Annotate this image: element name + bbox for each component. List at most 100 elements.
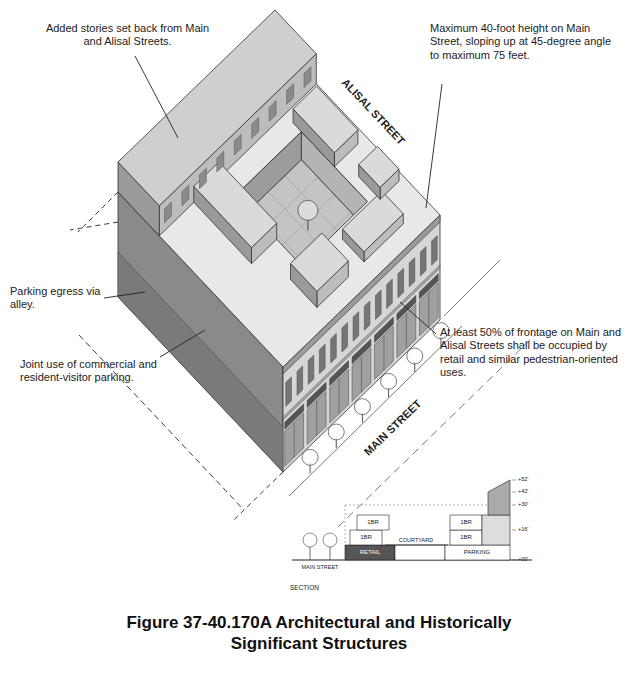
level-tick xyxy=(512,480,516,481)
upper-window xyxy=(234,134,241,155)
callout-note: Maximum 40-foot height on Main Street, s… xyxy=(430,22,618,62)
elevation-mark: +16' xyxy=(518,526,528,533)
leader-line xyxy=(426,84,442,208)
section-label: PARKING xyxy=(464,549,491,556)
level-tick xyxy=(512,492,516,493)
roof-unit xyxy=(293,86,358,167)
upper-window xyxy=(387,279,393,309)
roof-unit-top xyxy=(194,162,277,248)
curb-line xyxy=(444,260,500,316)
storefront-mullion xyxy=(383,335,384,370)
upper-window xyxy=(364,301,370,330)
elevation-mark: +52' xyxy=(518,476,528,483)
section-label: 1BR xyxy=(367,519,379,526)
roof-unit-top xyxy=(343,191,404,252)
tower xyxy=(488,480,510,515)
upper-window xyxy=(353,312,359,341)
alley-line xyxy=(232,472,283,521)
street-tree xyxy=(354,399,370,415)
leader-line xyxy=(400,302,436,334)
upper-window xyxy=(217,151,224,172)
street-tree xyxy=(302,449,318,465)
upper-window xyxy=(269,101,276,122)
ground-floor xyxy=(395,545,445,560)
section-label: RETAIL xyxy=(360,549,381,556)
alley-line xyxy=(78,192,118,232)
upper-window xyxy=(409,257,415,287)
section-tree xyxy=(323,533,337,547)
paving-line xyxy=(285,176,351,246)
street-tree xyxy=(381,373,397,389)
upper-window xyxy=(319,344,325,373)
street-name: ALISAL STREET xyxy=(339,76,408,148)
section-drawing xyxy=(292,480,532,560)
upper-window xyxy=(376,290,382,319)
roof-unit xyxy=(194,162,277,264)
upper-window xyxy=(308,355,314,385)
storefront-mullion xyxy=(339,379,340,414)
level-tick xyxy=(512,505,516,506)
courtyard-tree xyxy=(298,200,318,220)
height-line xyxy=(345,505,488,506)
upper-window xyxy=(165,202,172,223)
storefront xyxy=(307,391,326,444)
roof-unit xyxy=(291,233,349,307)
elevation-mark: +30' xyxy=(518,501,528,508)
alley-line xyxy=(70,222,118,230)
upper-window xyxy=(432,236,438,265)
storefront-mullion xyxy=(428,292,429,327)
tree-trunk xyxy=(310,546,311,560)
roof-unit-top xyxy=(291,233,349,291)
roof-unit-top xyxy=(359,146,399,187)
upper-window xyxy=(420,247,426,276)
upper-window xyxy=(297,366,303,395)
retail-space xyxy=(345,545,395,560)
storefront xyxy=(285,413,304,466)
leader-line xyxy=(160,330,205,357)
tree-trunk xyxy=(330,546,331,560)
storefront xyxy=(352,348,371,401)
storefront-mullion xyxy=(316,400,317,435)
unit-box xyxy=(450,515,482,530)
unit-box xyxy=(450,530,482,545)
parking-space xyxy=(445,545,510,560)
elevation-mark: +42' xyxy=(518,488,528,495)
upper-window xyxy=(398,268,404,297)
courtyard-level xyxy=(385,545,448,546)
roof-unit xyxy=(343,191,404,262)
upper-window xyxy=(199,168,206,189)
storefront-mullion xyxy=(361,357,362,392)
upper-window xyxy=(304,67,311,88)
leader-line xyxy=(135,56,178,138)
street-name: MAIN STREET xyxy=(362,397,425,458)
upper-window xyxy=(182,185,189,206)
leader-line xyxy=(104,292,145,298)
section-label: COURTYARD xyxy=(399,536,433,543)
section-label: MAIN STREET xyxy=(300,564,340,571)
section-label: 1BR xyxy=(460,534,472,541)
section-tree xyxy=(303,533,317,547)
figure-caption: Figure 37-40.170A Architectural and Hist… xyxy=(114,612,524,655)
upper-window xyxy=(331,333,337,363)
callout-note: Parking egress via alley. xyxy=(10,285,104,312)
elevation-mark: +00' xyxy=(518,556,528,563)
level-tick xyxy=(512,560,516,561)
callout-note: Added stories set back from Main and Ali… xyxy=(40,22,215,49)
unit-box xyxy=(482,515,510,545)
upper-window xyxy=(286,377,292,406)
street-tree xyxy=(407,348,423,364)
section-label: 1BR xyxy=(460,519,472,526)
section-title: SECTION xyxy=(290,584,319,592)
storefront xyxy=(330,370,349,423)
storefront-mullion xyxy=(406,314,407,349)
section-label: 1BR xyxy=(360,534,372,541)
upper-window xyxy=(252,118,259,139)
storefront xyxy=(375,326,394,379)
street-tree xyxy=(328,424,344,440)
storefront-mullion xyxy=(294,422,295,457)
building xyxy=(70,10,535,527)
upper-window xyxy=(287,84,294,105)
roof-unit xyxy=(359,146,399,199)
